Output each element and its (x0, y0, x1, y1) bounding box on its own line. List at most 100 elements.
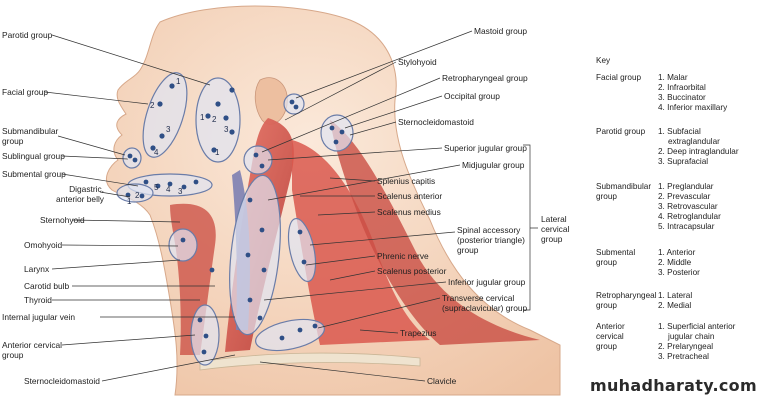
leader-line (317, 297, 441, 329)
label-submental-group: Submental group (2, 169, 66, 179)
lymph-node (229, 87, 235, 93)
leader-line (329, 270, 376, 281)
lymph-node (339, 129, 345, 135)
label-thyroid: Thyroid (24, 295, 52, 305)
label-internal-jugular-vein: Internal jugular vein (2, 312, 76, 322)
facial-number-2: 2 (150, 101, 155, 110)
superior-jugular-ellipse (243, 145, 273, 175)
jugular-chain-ellipse (229, 174, 281, 336)
key-item: 1. Subfacial extraglandular (658, 127, 720, 146)
lymph-node (159, 133, 165, 139)
watermark: muhadharaty.com (590, 376, 757, 395)
lymph-node (197, 317, 203, 323)
leader-lines (44, 30, 538, 382)
submental-number-4: 4 (166, 185, 171, 194)
diagram: 1 2 3 4 1 2 3 1 5 4 3 2 1 (2, 5, 757, 396)
lymph-node (257, 315, 263, 321)
leader-line (305, 255, 376, 266)
leader-line (44, 91, 149, 105)
label-lateral-cervical-group: Lateral cervical group (541, 214, 570, 244)
lymph-node (181, 184, 187, 190)
key-item: 3. Posterior (658, 268, 700, 277)
key-group-items: 1. Superficial anterior jugular chain 2.… (658, 322, 736, 362)
clavicle-bone (199, 352, 421, 371)
key-group-name: Retropharyngeal group (596, 291, 657, 310)
key-item: 2. Infraorbital (658, 83, 706, 92)
lymph-node (150, 145, 156, 151)
lymph-node (180, 237, 186, 243)
lateral-cervical-bracket (523, 144, 538, 311)
occipital-ellipse (320, 114, 354, 152)
submental-number-5: 5 (154, 183, 159, 192)
submental-number-3: 3 (178, 187, 183, 196)
leader-line (61, 155, 129, 160)
facial-number-4: 4 (154, 148, 159, 157)
key-group-items: 1. Malar 2. Infraorbital 3. Buccinator 4… (658, 73, 727, 113)
lymph-node (155, 183, 161, 189)
key-item: 2. Prevascular (658, 192, 711, 201)
label-retropharyngeal-group: Retropharyngeal group (442, 73, 528, 83)
key-group-name: Submental group (596, 248, 636, 267)
leader-line (309, 231, 456, 246)
key-item: 2. Middle (658, 258, 692, 267)
key-item: 3. Retrovascular (658, 202, 718, 211)
key-item: 2. Medial (658, 301, 692, 310)
lymph-node (203, 333, 209, 339)
label-digastric-anterior-belly: Digastric, anterior belly (56, 184, 104, 204)
key-item: 1. Malar (658, 73, 688, 82)
key-item: 1. Preglandular (658, 182, 714, 191)
lymph-node (289, 99, 295, 105)
facial-group-ellipse (142, 72, 188, 158)
parotid-number-1: 1 (200, 113, 205, 122)
label-sternohyoid: Sternohyoid (40, 215, 85, 225)
key-item: 4. Retroglandular (658, 212, 721, 221)
key-group-items: 1. Lateral 2. Medial (658, 291, 692, 311)
key-group-items: 1. Anterior 2. Middle 3. Posterior (658, 248, 700, 278)
label-sublingual-group: Sublingual group (2, 151, 65, 161)
leader-line (261, 77, 441, 153)
key-item: 4. Inferior maxillary (658, 103, 728, 112)
leader-line (295, 30, 473, 99)
leader-line (359, 329, 399, 334)
lymph-node (297, 229, 303, 235)
lymph-node (297, 327, 303, 333)
lymph-node (169, 83, 175, 89)
key-item: 3. Pretracheal (658, 352, 709, 361)
label-spinal-accessory-group: Spinal accessory (posterior triangle) gr… (457, 225, 525, 255)
lymph-node (259, 163, 265, 169)
submental-number-2: 2 (135, 191, 140, 200)
lymph-node (247, 197, 253, 203)
lymph-node (127, 153, 133, 159)
lymph-node (333, 139, 339, 145)
lymph-node (247, 297, 253, 303)
lymph-node (193, 179, 199, 185)
key-group-name: Facial group (596, 73, 642, 82)
lymph-node (329, 125, 335, 131)
key-title: Key (596, 56, 611, 65)
key-item: 1. Anterior (658, 248, 696, 257)
lymph-node (261, 267, 267, 273)
key-group-name: Anterior cervical group (596, 322, 625, 351)
leader-line (99, 191, 131, 198)
label-stylohyoid: Stylohyoid (398, 57, 437, 67)
leader-line (51, 34, 211, 86)
leader-line (349, 121, 397, 136)
label-larynx: Larynx (24, 264, 50, 274)
lymph-node (201, 349, 207, 355)
lymph-node (229, 129, 235, 135)
key-item: 1. Lateral (658, 291, 693, 300)
key-group-name: Parotid group (596, 127, 646, 136)
lymph-node (157, 101, 163, 107)
parotid-number-1b: 1 (215, 148, 220, 157)
lymph-node (253, 152, 259, 158)
leader-line (329, 177, 376, 182)
label-occipital-group: Occipital group (444, 91, 500, 101)
leader-line (61, 334, 196, 346)
lymph-node (293, 104, 299, 110)
label-submandibular-group: Submandibular group (2, 126, 59, 146)
leader-line (259, 361, 426, 382)
transverse-cervical-ellipse (255, 318, 325, 352)
key-item: 2. Prelaryngeal (658, 342, 714, 351)
label-sternocleidomastoid-top: Sternocleidomastoid (398, 117, 474, 127)
lymph-node (223, 115, 229, 121)
